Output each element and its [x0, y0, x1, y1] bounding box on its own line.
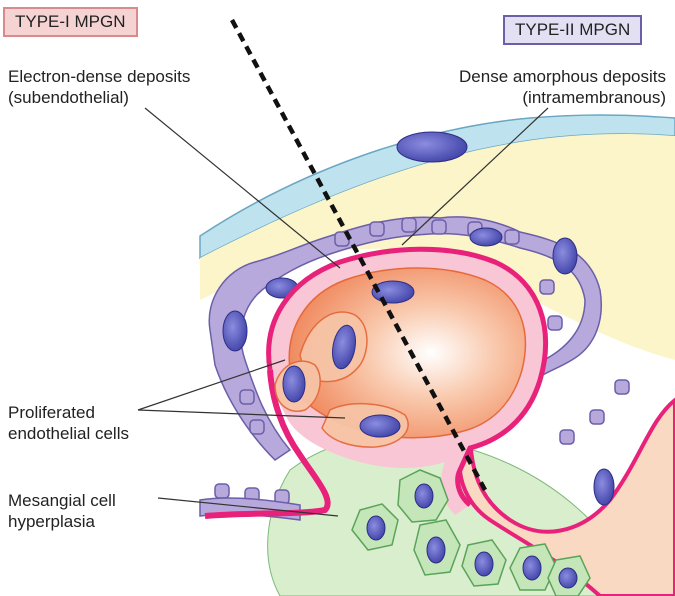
mesangial-cell-hyperplasia-label: Mesangial cell hyperplasia [8, 490, 116, 532]
label-line: Proliferated [8, 402, 129, 423]
podocyte-nucleus [223, 311, 247, 351]
type-i-mpgn-tag: TYPE-I MPGN [3, 7, 138, 37]
type-ii-mpgn-tag: TYPE-II MPGN [503, 15, 642, 45]
podocyte-nucleus [470, 228, 502, 246]
electron-dense-deposits-label: Electron-dense deposits (subendothelial) [8, 66, 190, 108]
proliferated-endothelial-cells-label: Proliferated endothelial cells [8, 402, 129, 444]
endothelial-nucleus [360, 415, 400, 437]
label-line: (intramembranous) [459, 87, 666, 108]
podocyte-nucleus [553, 238, 577, 274]
label-line: hyperplasia [8, 511, 116, 532]
parietal-nucleus [397, 132, 467, 162]
label-line: (subendothelial) [8, 87, 190, 108]
endothelial-nucleus [283, 366, 305, 402]
dense-amorphous-deposits-label: Dense amorphous deposits (intramembranou… [459, 66, 666, 108]
label-line: Dense amorphous deposits [459, 66, 666, 87]
label-line: endothelial cells [8, 423, 129, 444]
label-line: Mesangial cell [8, 490, 116, 511]
label-line: Electron-dense deposits [8, 66, 190, 87]
podocyte-nucleus [594, 469, 614, 505]
